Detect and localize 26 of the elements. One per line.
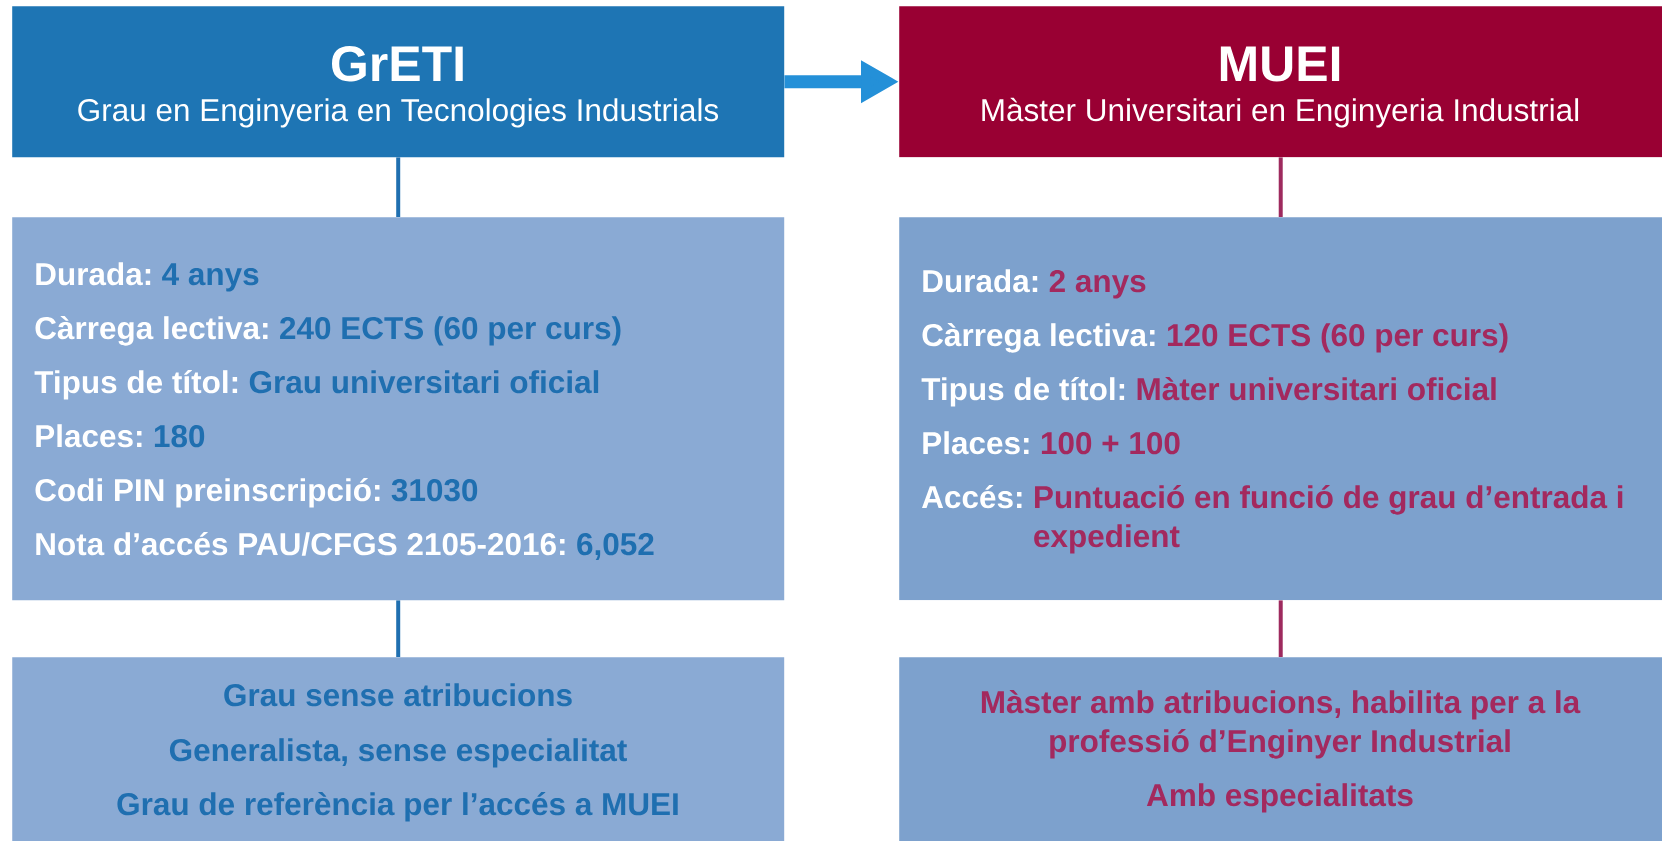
info-line: Tipus de títol: Màter universitari oficial [921,376,1496,407]
header-box: GrETI Grau en Enginyeria en Tecnologies Industrials [12,6,785,158]
connector-line [396,600,401,657]
feature-text: Grau de referència per l’accés a MUEI [117,791,678,822]
connector-line [1278,600,1283,657]
header-box: MUEI Màster Universitari en Enginyeria Industrial [899,6,1662,158]
feature-text: Amb especialitats [1146,783,1413,813]
feature-box [899,657,1662,841]
connector-line [1278,157,1283,217]
feature-box [12,657,785,841]
info-line: Càrrega lectiva: 240 ECTS (60 per curs) [35,315,621,346]
info-line: Tipus de títol: Grau universitari oficial [34,369,599,400]
feature-text: Màster amb atribucions, habilita per a la professió d’Enginyer Industrial [981,689,1581,759]
info-line: Accés: Puntuació en funció de grau d’entrada i expedient [922,484,1623,554]
info-line: Càrrega lectiva: 120 ECTS (60 per curs) [922,322,1508,353]
info-line: Nota d’accés PAU/CFGS 2105-2016: 6,052 [36,531,654,560]
feature-text: Generalista, sense especialitat [169,738,627,768]
connector-line [396,157,401,217]
info-box [899,217,1662,601]
info-line: Durada: 2 anys [923,269,1146,299]
info-line: Places: 180 [36,424,205,448]
info-box [12,217,785,601]
info-line: Places: 100 + 100 [923,431,1180,455]
info-line: Codi PIN preinscripció: 31030 [35,477,478,508]
info-line: Durada: 4 anys [36,262,259,292]
feature-text: Grau sense atribucions [224,683,572,707]
